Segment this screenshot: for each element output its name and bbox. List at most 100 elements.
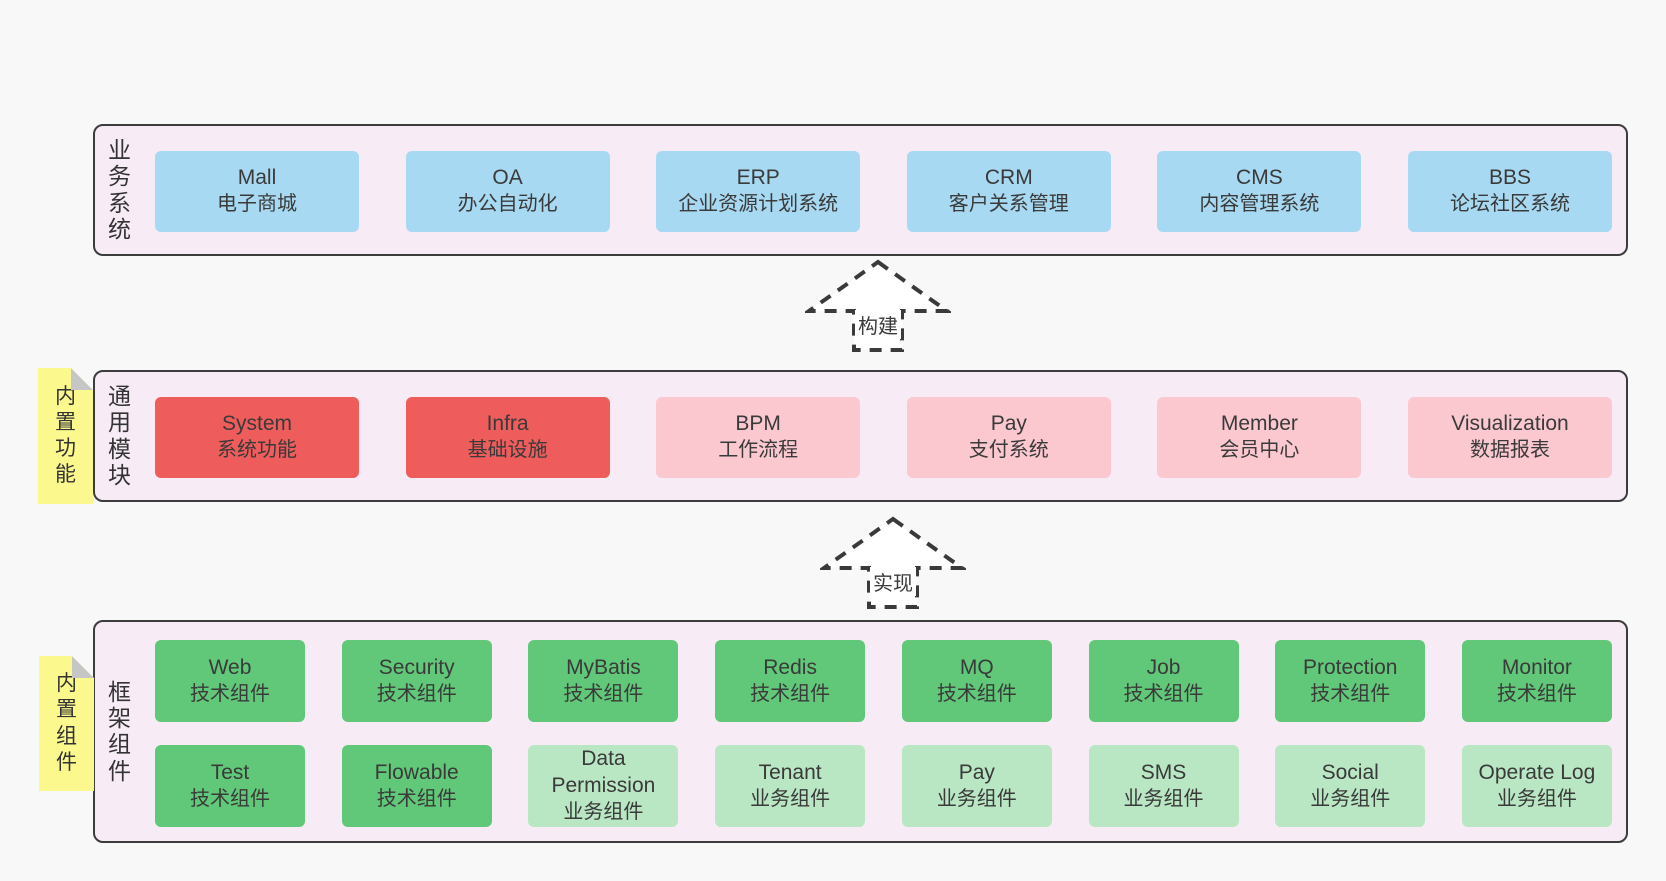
box-subtitle: 客户关系管理 (948, 193, 1069, 216)
box-pay-biz: Pay 业务组件 (901, 745, 1052, 827)
box-oa: OA 办公自动化 (405, 151, 610, 232)
box-subtitle: 电子商城 (217, 193, 297, 216)
layer-label-business: 业务系统 (108, 137, 131, 243)
box-operate-log: Operate Log 业务组件 (1461, 745, 1612, 827)
box-cms: CMS 内容管理系统 (1157, 151, 1362, 232)
box-subtitle: 业务组件 (563, 801, 644, 824)
box-subtitle: 业务组件 (1496, 787, 1577, 810)
box-title: SMS (1140, 760, 1187, 784)
box-subtitle: 会员中心 (1219, 439, 1300, 462)
box-pay: Pay 支付系统 (906, 397, 1111, 478)
box-social: Social 业务组件 (1275, 745, 1426, 827)
box-subtitle: 技术组件 (936, 682, 1017, 705)
box-subtitle: 数据报表 (1469, 439, 1550, 462)
box-member: Member 会员中心 (1157, 397, 1362, 478)
box-crm: CRM 客户关系管理 (906, 151, 1111, 232)
box-title: Mall (237, 166, 277, 190)
box-mq: MQ 技术组件 (901, 640, 1052, 722)
box-subtitle: 企业资源计划系统 (678, 193, 839, 216)
dashed-up-arrow-icon (820, 516, 966, 609)
box-title: OA (492, 166, 523, 190)
box-title: ERP (736, 166, 780, 190)
box-mybatis: MyBatis 技术组件 (528, 640, 679, 722)
box-subtitle: 内容管理系统 (1199, 193, 1320, 216)
box-title: Monitor (1501, 655, 1572, 679)
box-title: Pay (958, 760, 995, 784)
box-sms: SMS 业务组件 (1088, 745, 1239, 827)
box-title: Pay (990, 412, 1027, 436)
box-subtitle: 技术组件 (376, 787, 457, 810)
box-redis: Redis 技术组件 (715, 640, 866, 722)
box-subtitle: 技术组件 (190, 787, 270, 810)
box-subtitle: 技术组件 (376, 682, 457, 705)
box-subtitle: 业务组件 (750, 787, 831, 810)
box-subtitle: 基础设施 (467, 439, 548, 462)
box-job: Job 技术组件 (1088, 640, 1239, 722)
box-bbs: BBS 论坛社区系统 (1407, 151, 1612, 232)
box-bpm: BPM 工作流程 (656, 397, 861, 478)
box-subtitle: 支付系统 (968, 439, 1049, 462)
box-title: Operate Log (1478, 760, 1596, 784)
box-title: BBS (1488, 166, 1531, 190)
box-subtitle: 办公自动化 (457, 193, 558, 216)
layer-label-modules: 通用模块 (108, 383, 131, 489)
box-flowable: Flowable 技术组件 (341, 745, 492, 827)
box-subtitle: 技术组件 (563, 682, 644, 705)
box-subtitle: 工作流程 (718, 439, 799, 462)
box-subtitle: 技术组件 (1310, 682, 1391, 705)
box-title: MyBatis (566, 655, 641, 679)
box-subtitle: 系统功能 (217, 439, 297, 462)
box-subtitle: 技术组件 (1123, 682, 1204, 705)
box-security: Security 技术组件 (341, 640, 492, 722)
arrow-build-icon: 构建 (805, 258, 951, 354)
box-subtitle: 业务组件 (1310, 787, 1391, 810)
box-tenant: Tenant 业务组件 (715, 745, 866, 827)
dashed-up-arrow-icon (805, 259, 951, 352)
box-title: Test (210, 760, 250, 784)
box-subtitle: 技术组件 (1496, 682, 1577, 705)
box-subtitle: 技术组件 (190, 682, 270, 705)
box-title: Protection (1302, 655, 1398, 679)
box-monitor: Monitor 技术组件 (1461, 640, 1612, 722)
box-system: System 系统功能 (155, 397, 359, 478)
box-title: Web (208, 655, 252, 679)
sticky-note-text: 内置组件 (56, 672, 77, 774)
modules-box-row: System 系统功能 Infra 基础设施 BPM 工作流程 Pay 支付系统… (155, 397, 1612, 478)
box-infra: Infra 基础设施 (405, 397, 610, 478)
box-title: Infra (486, 412, 529, 436)
box-subtitle: 业务组件 (936, 787, 1017, 810)
box-title: Visualization (1451, 412, 1569, 436)
box-subtitle: 业务组件 (1123, 787, 1204, 810)
box-data-permission: Data Permission 业务组件 (528, 745, 679, 827)
box-title: Member (1220, 412, 1298, 436)
layer-common-modules: 通用模块 System 系统功能 Infra 基础设施 BPM 工作流程 Pay… (93, 370, 1628, 502)
box-title: MQ (959, 655, 994, 679)
box-title: Tenant (758, 760, 822, 784)
layer-framework-components: 框架组件 Web 技术组件 Security 技术组件 MyBatis 技术组件… (93, 620, 1628, 843)
arrow-implement-label: 实现 (870, 567, 916, 596)
box-title: Redis (763, 655, 817, 679)
box-test: Test 技术组件 (155, 745, 305, 827)
business-box-row: Mall 电子商城 OA 办公自动化 ERP 企业资源计划系统 CRM 客户关系… (155, 151, 1612, 232)
layer-label-components: 框架组件 (108, 678, 131, 784)
box-title: CMS (1236, 166, 1283, 190)
arrow-build-label: 构建 (855, 310, 901, 339)
sticky-note-builtin-features: 内置功能 (38, 368, 93, 504)
arrow-implement-icon: 实现 (820, 515, 966, 611)
box-erp: ERP 企业资源计划系统 (656, 151, 861, 232)
box-title: Job (1146, 655, 1181, 679)
box-web: Web 技术组件 (155, 640, 305, 722)
box-title: Social (1321, 760, 1379, 784)
components-box-row-1: Web 技术组件 Security 技术组件 MyBatis 技术组件 Redi… (155, 640, 1612, 722)
box-title: BPM (735, 412, 781, 436)
box-title: System (221, 412, 292, 436)
sticky-note-builtin-components: 内置组件 (39, 656, 94, 791)
box-subtitle: 论坛社区系统 (1449, 193, 1570, 216)
components-box-row-2: Test 技术组件 Flowable 技术组件 Data Permission … (155, 745, 1612, 827)
box-mall: Mall 电子商城 (155, 151, 359, 232)
box-title: CRM (984, 166, 1033, 190)
box-visualization: Visualization 数据报表 (1407, 397, 1612, 478)
box-title: Data Permission (551, 747, 656, 798)
sticky-note-text: 内置功能 (55, 384, 76, 487)
